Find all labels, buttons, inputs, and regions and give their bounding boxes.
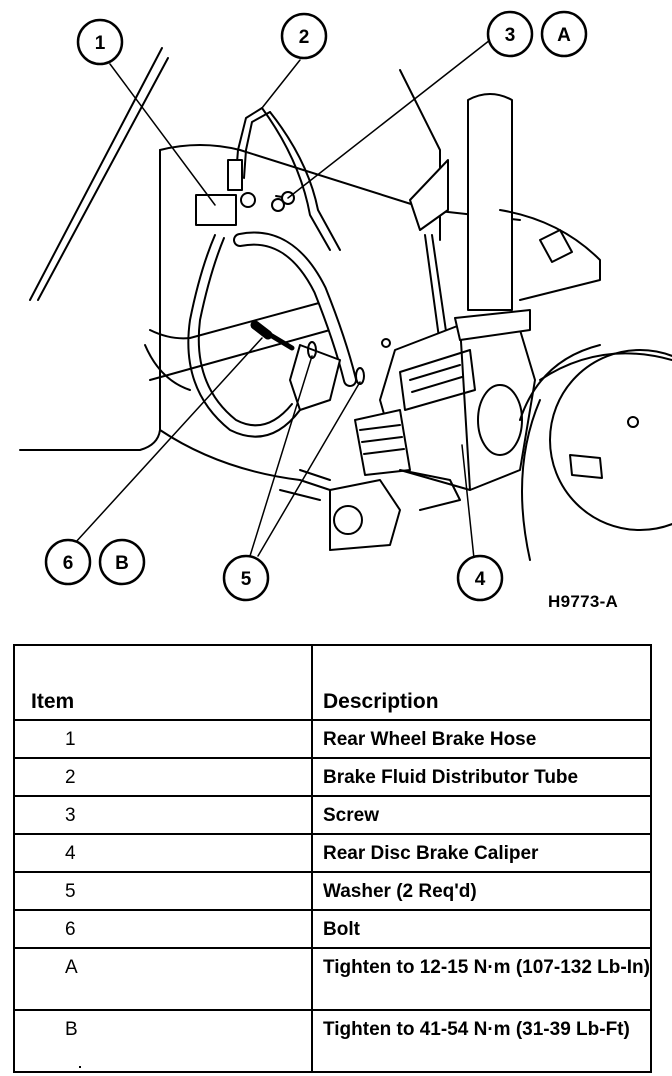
brake-lines [187, 107, 357, 438]
callout-label-3: 3 [505, 25, 516, 46]
table-row: 6 Bolt [13, 909, 652, 949]
item-cell: 2 [13, 757, 313, 797]
callout-label-5: 5 [241, 569, 252, 590]
legend-header-row: Item Description [13, 644, 652, 721]
callouts [44, 10, 588, 602]
caliper [354, 309, 536, 511]
item-cell: B [13, 1009, 313, 1073]
callout-5 [222, 554, 270, 602]
item-cell: 3 [13, 795, 313, 835]
item-cell: A [13, 947, 313, 1011]
callout-3 [486, 10, 534, 58]
description-cell: Tighten to 41-54 N·m (31-39 Lb-Ft) [311, 1009, 652, 1073]
table-row: 2 Brake Fluid Distributor Tube [13, 757, 652, 797]
callout-label-1: 1 [95, 33, 106, 54]
table-row: A Tighten to 12-15 N·m (107-132 Lb-In) [13, 947, 652, 1011]
header-item: Item [13, 644, 313, 721]
strut [399, 69, 513, 346]
brake-caliper-diagram: 1 2 3 A 4 5 6 B [19, 10, 672, 602]
callout-label-6: 6 [63, 553, 74, 574]
callout-6 [44, 538, 92, 586]
description-cell: Rear Wheel Brake Hose [311, 719, 652, 759]
description-cell: Brake Fluid Distributor Tube [311, 757, 652, 797]
fender-outline [19, 47, 521, 491]
lower-arm [279, 469, 401, 551]
table-row: 1 Rear Wheel Brake Hose [13, 719, 652, 759]
table-row: 4 Rear Disc Brake Caliper [13, 833, 652, 873]
callout-B [98, 538, 146, 586]
callout-label-4: 4 [475, 569, 486, 590]
table-row: B Tighten to 41-54 N·m (31-39 Lb-Ft) [13, 1009, 652, 1073]
table-row: 5 Washer (2 Req'd) [13, 871, 652, 911]
callout-label-A: A [557, 25, 571, 46]
table-row: 3 Screw [13, 795, 652, 835]
callout-label-B: B [115, 553, 129, 574]
rotor [499, 209, 672, 561]
figure-code: H9773-A [548, 592, 619, 611]
description-cell: Bolt [311, 909, 652, 949]
stray-dot [79, 1066, 81, 1068]
description-cell: Screw [311, 795, 652, 835]
description-cell: Washer (2 Req'd) [311, 871, 652, 911]
callout-2 [280, 12, 328, 60]
header-description: Description [311, 644, 652, 721]
callout-1 [76, 18, 124, 66]
description-cell: Rear Disc Brake Caliper [311, 833, 652, 873]
item-cell: 6 [13, 909, 313, 949]
item-cell: 1 [13, 719, 313, 759]
leader-lines [74, 39, 491, 569]
callout-4 [456, 554, 504, 602]
callout-A [540, 10, 588, 58]
callout-label-2: 2 [299, 27, 310, 48]
legend-table: Item Description 1 Rear Wheel Brake Hose… [13, 644, 652, 1073]
item-cell: 4 [13, 833, 313, 873]
description-cell: Tighten to 12-15 N·m (107-132 Lb-In) [311, 947, 652, 1011]
item-cell: 5 [13, 871, 313, 911]
